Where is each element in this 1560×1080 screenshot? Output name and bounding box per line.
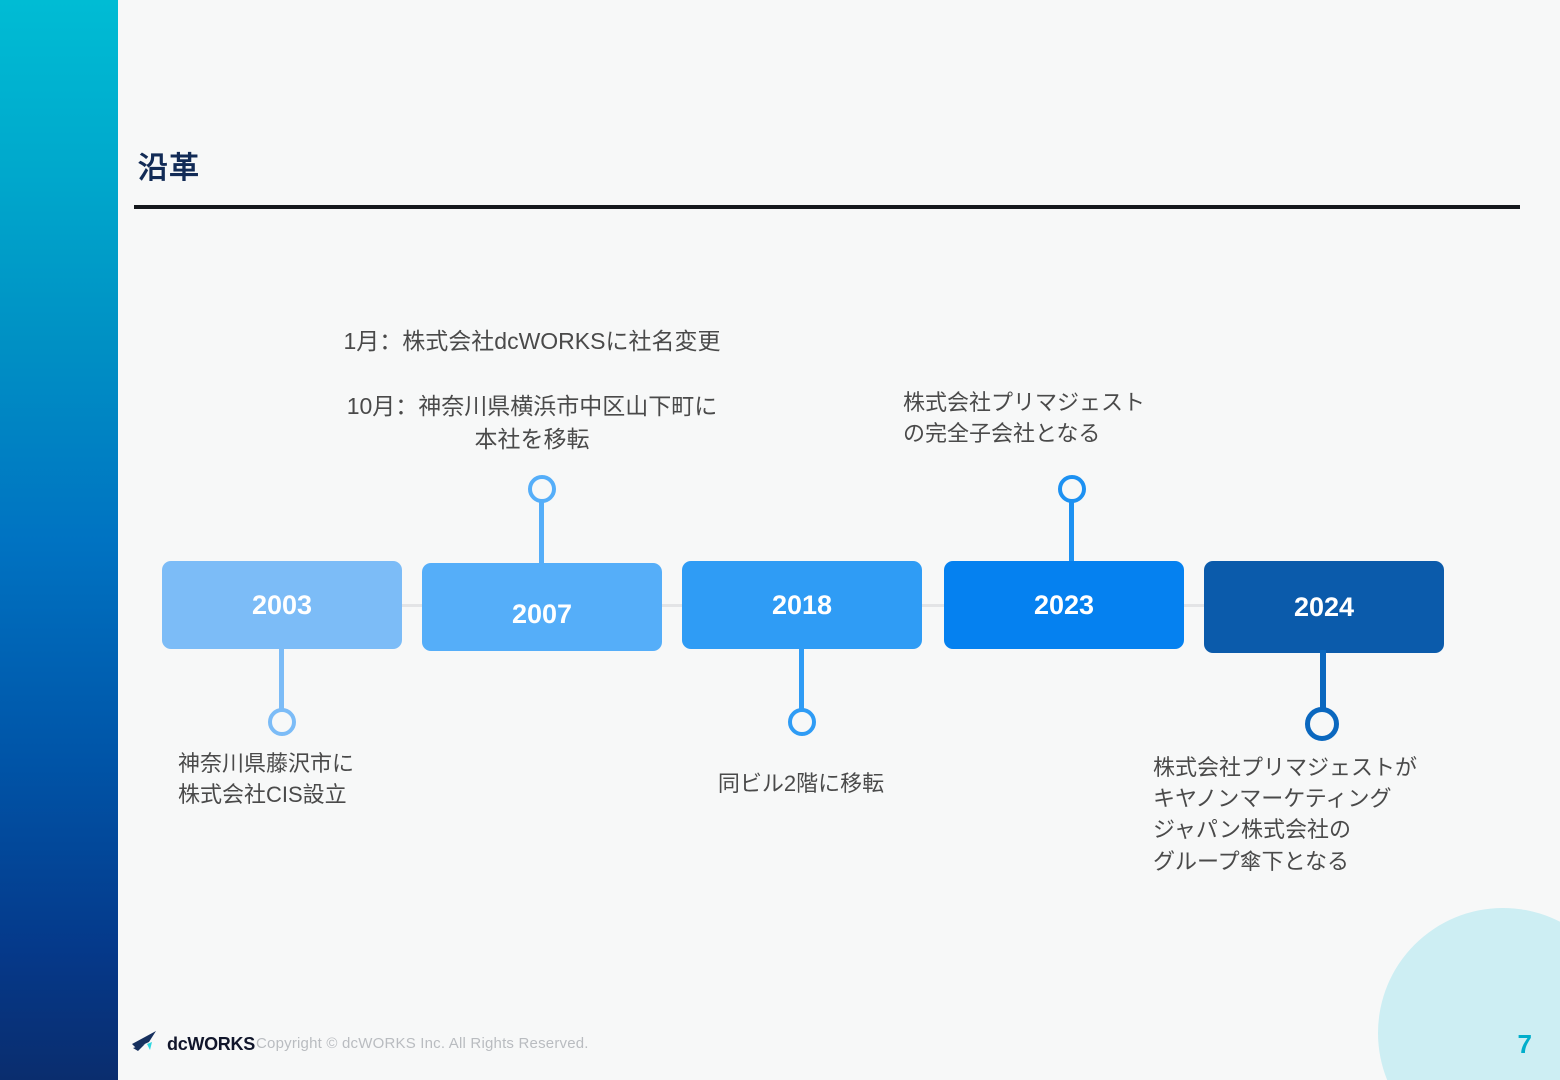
left-accent-gradient-bar bbox=[0, 0, 118, 1080]
timeline-node-2018 bbox=[788, 708, 816, 736]
timeline-year-box-2007[interactable]: 2007 bbox=[422, 563, 662, 651]
timeline-track-segment-2 bbox=[658, 604, 686, 607]
timeline-caption-2007-line2: 10月：神奈川県横浜市中区山下町に bbox=[346, 393, 718, 419]
timeline-stem-2018 bbox=[799, 649, 804, 721]
timeline-caption-2018: 同ビル2階に移転 bbox=[717, 771, 885, 796]
timeline-stem-2023 bbox=[1069, 501, 1074, 566]
timeline-caption-2007-line1: 1月：株式会社dcWORKSに社名変更 bbox=[343, 328, 721, 354]
timeline-year-box-2024[interactable]: 2024 bbox=[1204, 561, 1444, 653]
timeline-year-label-2003: 2003 bbox=[251, 589, 313, 620]
timeline-year-label-2018: 2018 bbox=[771, 589, 833, 620]
dcworks-wordmark: dcWORKS bbox=[167, 1034, 255, 1054]
copyright-text: Copyright © dcWORKS Inc. All Rights Rese… bbox=[256, 1035, 589, 1052]
dcworks-logo-icon bbox=[130, 1030, 160, 1059]
timeline-track-segment-4 bbox=[1178, 604, 1206, 607]
timeline-caption-2007-line3: 本社を移転 bbox=[474, 426, 590, 452]
timeline-year-label-2024: 2024 bbox=[1293, 591, 1355, 622]
footer-logo: dcWORKS bbox=[130, 1030, 255, 1059]
timeline-node-2024 bbox=[1305, 707, 1339, 741]
timeline-year-box-2003[interactable]: 2003 bbox=[162, 561, 402, 649]
timeline-caption-2003: 神奈川県藤沢市に 株式会社CIS設立 bbox=[178, 751, 355, 808]
timeline-stem-2024 bbox=[1320, 650, 1326, 720]
timeline-stem-2007 bbox=[539, 501, 544, 566]
timeline-year-box-2018[interactable]: 2018 bbox=[682, 561, 922, 649]
timeline-caption-2024: 株式会社プリマジェストが キヤノンマーケティング ジャパン株式会社の グループ傘… bbox=[1153, 755, 1418, 874]
timeline-year-label-2023: 2023 bbox=[1033, 589, 1095, 620]
timeline-year-label-2007: 2007 bbox=[511, 598, 573, 629]
timeline-stem-2003 bbox=[279, 649, 284, 721]
timeline-track-segment-1 bbox=[398, 604, 426, 607]
title-underline-rule bbox=[134, 205, 1520, 209]
timeline-track-segment-3 bbox=[918, 604, 946, 607]
timeline-node-2007 bbox=[528, 475, 556, 503]
page-title: 沿革 bbox=[138, 152, 200, 185]
timeline-caption-2023: 株式会社プリマジェスト の完全子会社となる bbox=[903, 390, 1146, 447]
timeline-node-2023 bbox=[1058, 475, 1086, 503]
page-number: 7 bbox=[1517, 1029, 1532, 1059]
timeline-year-box-2023[interactable]: 2023 bbox=[944, 561, 1184, 649]
timeline-node-2003 bbox=[268, 708, 296, 736]
